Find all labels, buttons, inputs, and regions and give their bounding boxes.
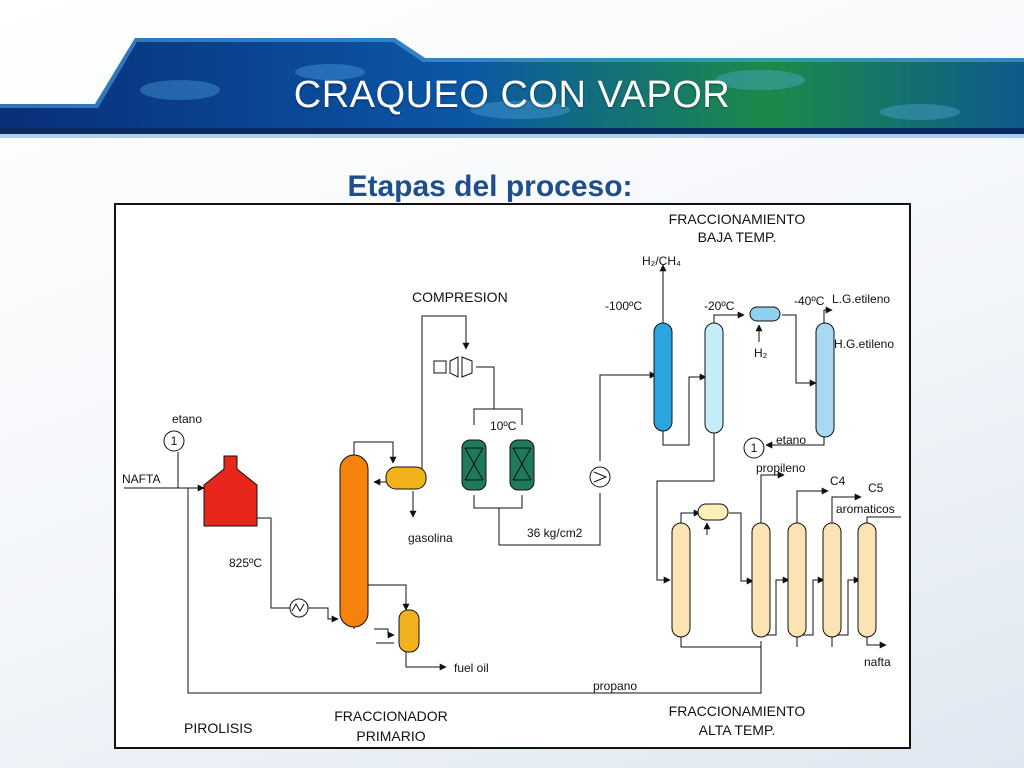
label-etano-in: etano [172, 412, 202, 426]
slide-title: CRAQUEO CON VAPOR [293, 74, 731, 116]
propylene-splitter-column [751, 522, 771, 638]
process-flow-diagram: 1 1 etano NAFTA 825ºC gasolina fuel oil … [122, 211, 901, 744]
label-fraccionador-line1: FRACCIONADOR [334, 708, 448, 724]
label-c5: C5 [868, 481, 884, 495]
primary-fractionator-column [339, 454, 369, 628]
label-aromaticos: aromaticos [836, 502, 895, 516]
flow-lines [124, 264, 901, 694]
ethylene-splitter-column [815, 322, 835, 438]
pyrolysis-furnace [203, 455, 258, 527]
debutanizer-column [787, 522, 807, 638]
label-pirolisis: PIROLISIS [184, 720, 252, 736]
recycle-marker-inlet: 1 [163, 430, 185, 452]
label-pressure: 36 kg/cm2 [527, 526, 583, 540]
label-baja-temp-line1: FRACCIONAMIENTO [669, 211, 806, 227]
aromatics-column [857, 522, 877, 638]
label-propileno: propileno [756, 461, 806, 475]
svg-text:1: 1 [751, 441, 758, 455]
label-t-minus100: -100ºC [605, 299, 642, 313]
reflux-drum [697, 503, 729, 521]
label-t-minus40: -40ºC [794, 294, 825, 308]
label-t-minus20: -20ºC [704, 299, 735, 313]
dryer-vessel-2 [509, 439, 535, 491]
fuel-oil-drum [398, 609, 420, 653]
label-propano: propano [593, 679, 637, 693]
label-h2: H₂ [754, 346, 768, 360]
dryer-vessel-1 [461, 439, 487, 491]
label-c4: C4 [830, 474, 846, 488]
depentanizer-column [822, 522, 842, 638]
label-temp-furnace: 825ºC [229, 556, 262, 570]
slide-subtitle: Etapas del proceso: [347, 170, 633, 203]
depropanizer-column [671, 522, 691, 638]
label-nafta-in: NAFTA [122, 472, 160, 486]
label-hg-etileno: H.G.etileno [834, 337, 894, 351]
hydrogenation-vessel [749, 306, 781, 322]
demethanizer-column [653, 322, 673, 432]
deethanizer-column [704, 322, 724, 434]
label-etano-out: etano [776, 433, 806, 447]
heat-exchanger-icon [289, 598, 309, 618]
label-gasolina: gasolina [408, 531, 453, 545]
label-alta-temp-line2: ALTA TEMP. [699, 722, 776, 738]
svg-text:1: 1 [171, 434, 178, 448]
label-compresion: COMPRESION [412, 289, 508, 305]
label-temp-dryer: 10ºC [490, 419, 517, 433]
label-baja-temp-line2: BAJA TEMP. [698, 229, 777, 245]
label-lg-etileno: L.G.etileno [832, 292, 890, 306]
recycle-marker-outlet: 1 [743, 437, 765, 459]
label-nafta-out: nafta [864, 655, 891, 669]
label-alta-temp-line1: FRACCIONAMIENTO [669, 703, 806, 719]
header-banner [0, 38, 1024, 138]
primary-accumulator-drum [385, 466, 427, 490]
label-fuel-oil: fuel oil [454, 661, 489, 675]
label-h2-ch4: H₂/CH₄ [642, 254, 681, 268]
compressor-icon [433, 356, 473, 378]
label-fraccionador-line2: PRIMARIO [356, 728, 425, 744]
cooler-exchanger-icon [589, 466, 611, 488]
process-diagram-frame: 1 1 etano NAFTA 825ºC gasolina fuel oil … [114, 203, 911, 749]
